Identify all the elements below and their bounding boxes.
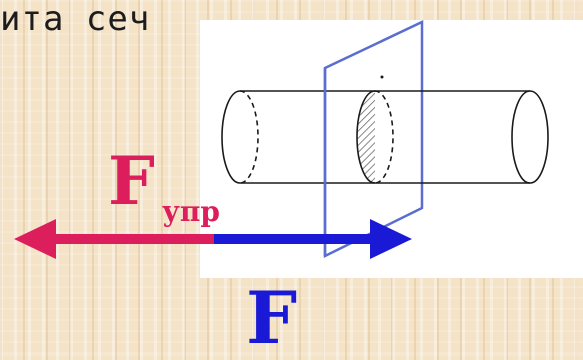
cylinder-section-diagram	[221, 20, 549, 259]
slide-heading-fragment: ита сеч	[0, 0, 151, 39]
applied-force-label: F	[246, 275, 298, 360]
elastic-force-label: F	[108, 142, 155, 220]
cross-section	[356, 75, 394, 184]
cylinder	[221, 90, 549, 184]
figure-panel	[200, 20, 583, 278]
elastic-force-subscript: упр	[162, 195, 220, 228]
